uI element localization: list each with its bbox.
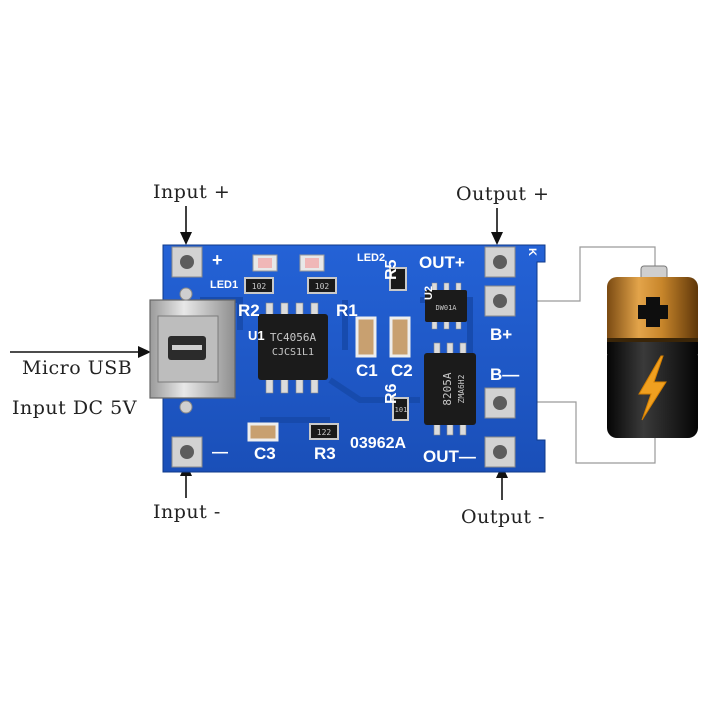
resistor-led2-code: 102 [315,282,330,291]
tc4056a-marking-2: CJCS1L1 [272,347,314,358]
resistor-r3-code: 122 [317,428,332,437]
battery-plus-icon [638,297,668,327]
input-dc-label: Input DC 5V [12,397,137,419]
pad-input-minus [171,436,203,468]
silk-led1: LED1 [210,279,238,291]
silk-k: K [526,248,538,256]
silkscreen: + — LED1 LED2 R2 R1 R5 C1 C2 R6 C3 R3 U1… [210,248,538,466]
silk-u1: U1 [248,328,265,343]
resistor-r5 [389,267,407,291]
mosfet-8205a-chip: 8205A ZMA6H2 [424,342,476,436]
output-minus-label: Output - [461,506,545,528]
pad-out-minus [484,436,516,468]
pad-b-minus [484,387,516,419]
pad-b-plus [484,285,516,317]
pad-input-plus [171,246,203,278]
silk-c3: C3 [254,444,276,463]
dw01a-chip: DW01A [425,282,467,330]
silk-led2: LED2 [357,252,385,264]
resistor-led1-code: 102 [252,282,267,291]
solder-pads [171,246,516,468]
silk-b-plus: B+ [490,325,512,344]
dw01a-marking: DW01A [435,304,457,312]
mosfet-marking-2: ZMA6H2 [457,374,466,403]
silk-b-minus: B— [490,365,519,384]
silk-minus: — [212,444,228,461]
led2 [299,254,325,272]
silk-r6: R6 [383,383,400,404]
silk-out-plus: OUT+ [419,253,465,272]
mosfet-marking-1: 8205A [441,372,454,405]
tc4056a-marking-1: TC4056A [270,331,317,344]
input-plus-label: Input + [153,181,231,203]
led1 [252,254,278,272]
silk-r5: R5 [383,259,400,280]
silk-r2: R2 [238,301,260,320]
resistor-r3: 122 [309,423,339,440]
resistor-r6-code: 101 [395,406,408,414]
silk-r1: R1 [336,301,358,320]
tc4056a-chip: TC4056A CJCS1L1 [258,302,328,394]
resistor-r6: 101 [392,397,409,421]
micro-usb-connector [149,287,236,414]
capacitor-c1 [355,316,377,358]
silk-c1: C1 [356,361,378,380]
lightning-bolt-icon [638,355,667,421]
silk-u2: U2 [423,286,435,300]
silk-out-minus: OUT— [423,447,476,466]
silk-plus: + [212,250,223,270]
battery-wires [527,246,656,464]
capacitor-c2 [389,316,411,358]
resistor-led2: 102 [307,277,337,294]
annotation-arrows [10,206,508,500]
silk-c2: C2 [391,361,413,380]
battery [607,265,698,438]
output-plus-label: Output + [456,183,550,205]
capacitor-c3 [247,422,279,442]
silk-r3: R3 [314,444,336,463]
resistor-led1: 102 [244,277,274,294]
silk-board-code: 03962A [350,435,406,452]
input-minus-label: Input - [153,501,221,523]
pad-out-plus [484,246,516,278]
micro-usb-label: Micro USB [22,357,133,379]
